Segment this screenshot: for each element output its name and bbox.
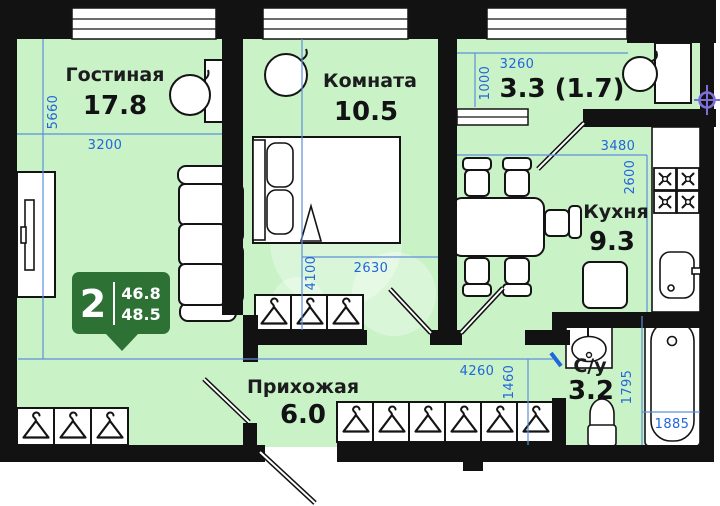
bathtub-icon — [644, 315, 701, 447]
dim-bedroom-depth: 4100 — [304, 256, 319, 291]
room-labels: Гостиная 17.8 Комната 10.5 3.3 (1.7) Кух… — [66, 64, 649, 430]
doors — [202, 121, 586, 505]
dim-hallway-depth: 1460 — [502, 365, 517, 400]
dim-bathroom-depth: 1795 — [620, 370, 635, 405]
hallway-area: 6.0 — [280, 400, 326, 430]
dim-balcony-width: 3260 — [500, 57, 535, 72]
living-door-icon — [202, 377, 251, 424]
kitchen-door-icon — [459, 286, 505, 335]
kitchen-name: Кухня — [583, 201, 649, 223]
dim-kitchen-depth: 2600 — [623, 160, 638, 195]
dim-hallway-width: 4260 — [460, 364, 495, 379]
bedroom-closet — [254, 294, 364, 331]
kitchen-sink-icon — [659, 251, 702, 299]
living-room-name: Гостиная — [66, 64, 165, 86]
bedroom-area: 10.5 — [334, 97, 398, 127]
desk-chair-icon — [169, 69, 211, 116]
toilet-icon — [587, 398, 617, 447]
living-room-area: 17.8 — [83, 91, 147, 121]
badge-area-primary: 46.8 — [121, 284, 160, 303]
burner-icon — [676, 167, 700, 191]
bathroom-name: С/у — [573, 355, 607, 377]
bed-icon — [252, 136, 401, 244]
living-wardrobe — [16, 407, 129, 446]
fridge-icon — [582, 261, 628, 309]
balcony-table-icon — [654, 42, 692, 104]
tv-stand-icon — [16, 171, 56, 298]
dim-bathtub-length: 1885 — [655, 417, 690, 432]
kitchen-area: 9.3 — [589, 227, 635, 257]
bath-sink-icon — [565, 318, 613, 369]
bedroom-window-icon — [262, 7, 409, 40]
dim-kitchen-width: 3480 — [601, 139, 636, 154]
bathroom-area: 3.2 — [568, 376, 614, 406]
burner-icon — [653, 167, 677, 191]
burner-icon — [653, 190, 677, 214]
dining-set — [451, 157, 582, 297]
bedroom-door-icon — [388, 287, 433, 335]
dim-living-width: 3200 — [88, 138, 123, 153]
hallway-name: Прихожая — [247, 376, 359, 398]
balcony-inner-window-icon — [456, 108, 529, 126]
dimension-labels: 5660 3200 3260 1000 4100 2630 3480 2600 … — [46, 57, 689, 432]
armchair-icon — [264, 48, 308, 97]
dim-balcony-depth: 1000 — [478, 66, 493, 101]
bedroom-name: Комната — [323, 70, 417, 92]
windows — [71, 7, 628, 126]
dim-living-height: 5660 — [46, 95, 61, 130]
balcony-area: 3.3 (1.7) — [500, 74, 625, 104]
badge-room-count: 2 — [80, 282, 106, 326]
burner-icon — [676, 190, 700, 214]
balcony-chair-icon — [622, 50, 658, 92]
badge-area-secondary: 48.5 — [121, 305, 160, 324]
bathroom-door-icon — [549, 351, 563, 368]
stove-icon — [653, 167, 700, 214]
balcony-window-icon — [486, 7, 628, 40]
dim-bedroom-width: 2630 — [354, 261, 389, 276]
living-window-icon — [71, 7, 217, 40]
balcony-door-icon — [536, 121, 586, 171]
area-badge: 2 46.8 48.5 — [72, 272, 170, 351]
dimension-lines — [17, 39, 700, 445]
crosshair-icon — [694, 85, 720, 115]
dining-table-icon — [451, 197, 545, 257]
entrance-door-icon — [258, 450, 317, 505]
